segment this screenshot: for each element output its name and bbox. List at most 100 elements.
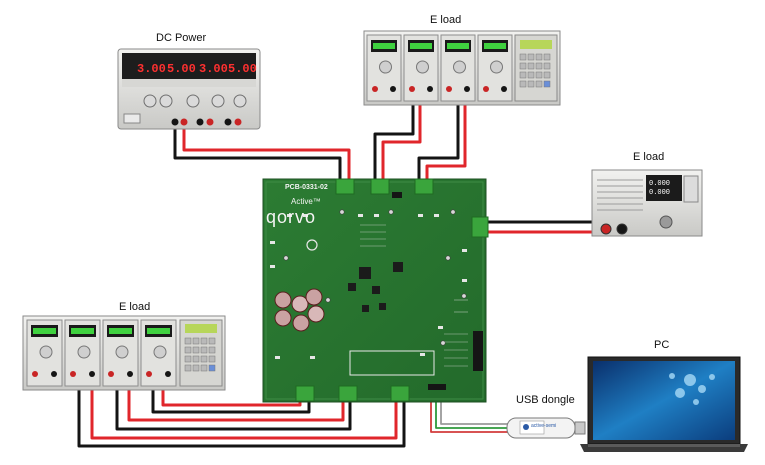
eload-module-digits [33, 328, 56, 334]
eload-module-knob [77, 345, 91, 359]
keypad-key [535, 62, 543, 70]
keypad-key [192, 355, 200, 363]
eload-module-jack-red [146, 371, 152, 377]
wire-dc-black [173, 127, 342, 182]
keypad-key [208, 346, 216, 354]
eload-module-digits [147, 328, 170, 334]
label-eload-top: E load [430, 14, 462, 26]
keypad-key [208, 364, 216, 372]
wire-usb-red [430, 392, 512, 433]
keypad-key [519, 71, 527, 79]
keypad-key [184, 337, 192, 345]
eload-module-jack-red [409, 86, 415, 92]
dc-power-supply [117, 48, 261, 130]
eload-module-jack-black [427, 86, 433, 92]
keypad-key [527, 62, 535, 70]
label-usb-dongle: USB dongle [516, 394, 575, 406]
eload-module-jack-red [483, 86, 489, 92]
keypad-key [192, 337, 200, 345]
keypad-key [535, 53, 543, 61]
wire-top-load-black-1 [373, 103, 415, 182]
eload-module-jack-red [108, 371, 114, 377]
eload-module-jack-black [501, 86, 507, 92]
eload-module-knob [490, 60, 503, 74]
pcb-ics [348, 262, 403, 312]
eload-module-knob [453, 60, 466, 74]
label-dc-power: DC Power [156, 32, 207, 44]
eload-module-digits [447, 43, 469, 49]
eload-top-modules [366, 34, 513, 102]
keypad-key [184, 355, 192, 363]
wire-top-load-red-1 [381, 103, 422, 182]
keypad-key [535, 80, 543, 88]
eload-module-jack-black [89, 371, 95, 377]
eload-module-knob [153, 345, 167, 359]
pcb-capacitors [274, 288, 325, 332]
keypad-key [527, 53, 535, 61]
eload-top-keypad [519, 53, 551, 88]
eload-left [22, 315, 226, 391]
label-eload-right: E load [633, 151, 665, 163]
eload-top [363, 30, 561, 106]
eload-module-digits [373, 43, 395, 49]
dc-power-knobs [143, 94, 247, 108]
pcb-headers [428, 331, 483, 390]
keypad-key [543, 80, 551, 88]
eload-module-digits [109, 328, 132, 334]
keypad-key [200, 337, 208, 345]
eload-module-jack-black [165, 371, 171, 377]
wire-left-load-red-2 [127, 385, 345, 422]
eload-module-jack-red [372, 86, 378, 92]
dc-power-readout: 3.00 [199, 62, 228, 76]
keypad-key [535, 71, 543, 79]
eload-module-jack-black [51, 371, 57, 377]
wire-dc-red [182, 127, 351, 182]
keypad-key [200, 346, 208, 354]
keypad-key [192, 346, 200, 354]
pcb-small-parts [270, 214, 467, 359]
keypad-key [543, 62, 551, 70]
eload-right [591, 169, 703, 237]
eload-module-digits [484, 43, 506, 49]
eload-module-knob [115, 345, 129, 359]
eload-module-digits [410, 43, 432, 49]
eload-module-jack-black [390, 86, 396, 92]
keypad-key [543, 71, 551, 79]
keypad-key [519, 53, 527, 61]
eload-right-readout: 0.000 [649, 180, 670, 188]
eload-module-jack-red [70, 371, 76, 377]
wire-top-load-red-2 [425, 103, 467, 182]
eload-module-jack-black [464, 86, 470, 92]
eload-module-jack-red [32, 371, 38, 377]
pcb-part-number: PCB-0331-02 [285, 184, 328, 191]
pc-laptop [580, 356, 748, 452]
pcb-product-name: Active™ [291, 197, 321, 206]
keypad-key [519, 62, 527, 70]
keypad-key [527, 80, 535, 88]
eload-left-modules [26, 319, 177, 387]
eload-module-jack-black [127, 371, 133, 377]
wire-left-load-black-3 [151, 385, 311, 414]
dc-power-jacks [171, 118, 242, 126]
wire-left-load-black-1 [77, 385, 406, 448]
wire-usb-white [440, 392, 512, 425]
usb-dongle [506, 417, 586, 439]
pcb-test-points [283, 209, 467, 346]
keypad-key [208, 355, 216, 363]
eload-module-knob [379, 60, 392, 74]
eload-module-knob [39, 345, 53, 359]
keypad-key [527, 71, 535, 79]
wire-left-load-red-1 [90, 385, 398, 440]
wire-top-load-black-2 [417, 103, 460, 182]
keypad-key [200, 355, 208, 363]
pcb-brand-logo: qorvo [266, 207, 317, 227]
keypad-key [184, 346, 192, 354]
eload-module-digits [71, 328, 94, 334]
keypad-key [192, 364, 200, 372]
dc-power-readout: 3.00 [137, 62, 166, 76]
wire-usb-green [435, 392, 512, 429]
